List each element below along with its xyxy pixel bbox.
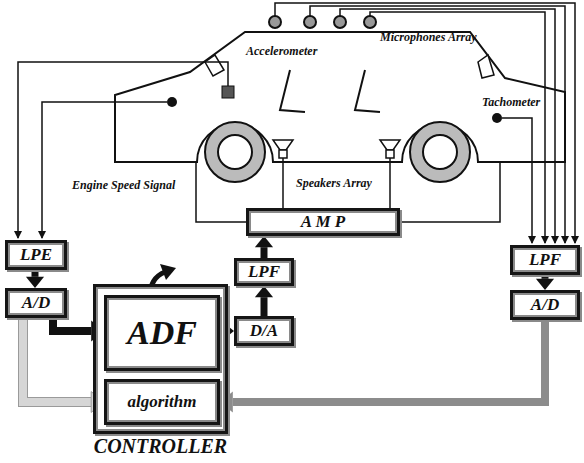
arrow-shaft xyxy=(261,247,268,258)
box-label: ADF xyxy=(127,314,197,352)
arrow-outline xyxy=(23,318,91,402)
algorithm-box: algorithm xyxy=(104,379,220,425)
car-outline xyxy=(115,32,565,162)
output-arrowhead xyxy=(160,264,176,280)
box-label: algorithm xyxy=(128,392,197,412)
converter-box: D/A xyxy=(234,316,294,346)
arrow-shaft xyxy=(53,318,91,331)
arrow-head xyxy=(255,286,273,297)
adaptive-filter-box: ADF xyxy=(104,295,220,371)
box-label: A M P xyxy=(301,212,345,232)
box-label: D/A xyxy=(250,321,278,341)
box-label: LPE xyxy=(20,245,52,265)
arrow-shaft xyxy=(23,318,91,402)
amplifier-box: A M P xyxy=(246,208,400,236)
box-label: A/D xyxy=(531,295,559,315)
arrow-head xyxy=(536,279,554,290)
box-label: A/D xyxy=(22,293,50,313)
converter-box: A/D xyxy=(5,288,67,318)
speaker-array xyxy=(273,140,400,158)
part-label: Engine Speed Signal xyxy=(72,178,175,193)
arrow-head xyxy=(255,236,273,247)
box-label: LPF xyxy=(529,250,561,270)
arrow-shaft xyxy=(261,297,268,316)
part-label: Speakers Array xyxy=(296,176,372,191)
accelerometer-sensor xyxy=(222,86,234,98)
signal-arrow xyxy=(255,286,273,316)
part-label: Tachometer xyxy=(482,95,540,110)
microphone-array xyxy=(269,16,376,28)
filter-box: LPF xyxy=(234,258,294,286)
box-label: LPF xyxy=(248,262,280,282)
wheels xyxy=(205,122,470,182)
signal-arrow xyxy=(23,318,104,412)
controller-box: ADFalgorithmCONTROLLER xyxy=(93,284,228,434)
part-label: Accelerometer xyxy=(246,44,317,59)
converter-box: A/D xyxy=(510,290,580,320)
signal-arrow xyxy=(220,320,545,412)
arrow-head xyxy=(26,277,44,288)
signal-arrow xyxy=(536,275,554,290)
door-speakers xyxy=(205,55,494,78)
arrow-shaft xyxy=(542,275,549,279)
engine-sensor xyxy=(167,97,177,107)
filter-box: LPE xyxy=(5,240,67,270)
arrow-shaft xyxy=(32,270,39,277)
signal-wires xyxy=(18,3,575,243)
part-label: Microphones Array xyxy=(380,30,477,45)
tachometer-sensor xyxy=(492,113,502,123)
seats xyxy=(280,70,380,112)
signal-arrow xyxy=(26,270,44,288)
filter-box: LPF xyxy=(510,245,580,275)
signal-arrow xyxy=(255,236,273,258)
controller-heading: CONTROLLER xyxy=(94,435,227,458)
